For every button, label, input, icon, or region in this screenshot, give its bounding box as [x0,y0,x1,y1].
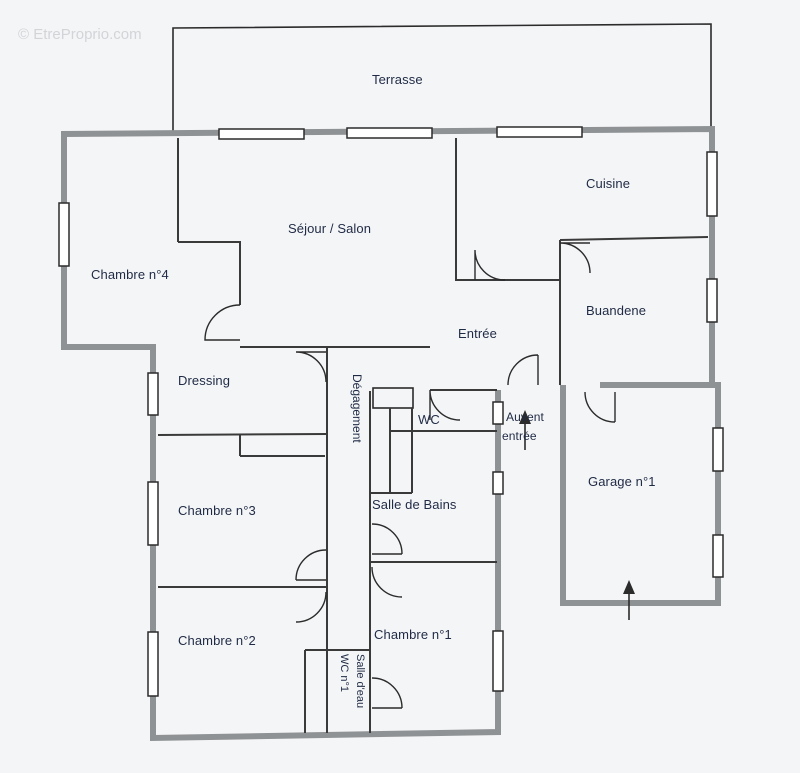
room-label-chambre3: Chambre n°3 [178,503,256,518]
window [147,481,159,546]
door [371,677,403,709]
window [346,127,433,139]
room-label-auvent: Auvent [506,410,544,424]
room-label-terrasse: Terrasse [372,72,423,87]
door [429,389,461,421]
room-label-chambre1: Chambre n°1 [374,627,452,642]
door [371,566,403,598]
terrace-outline [172,23,712,132]
room-label-wc1: WC n°1 [338,654,350,693]
exterior-wall [61,125,715,742]
wc-fixture [372,387,414,409]
window [712,534,724,578]
room-label-entree: Entrée [458,326,497,341]
room-label-sejour: Séjour / Salon [288,221,372,236]
door [295,591,327,623]
watermark: © EtreProprio.com [18,26,142,43]
room-label-degagement: Dégagement [350,374,364,443]
entry-arrow-head [519,410,531,424]
door [295,351,327,383]
wall-segment [178,241,241,305]
room-label-garage: Garage n°1 [588,474,656,489]
room-label-cuisine: Cuisine [586,176,631,191]
window [492,471,504,495]
window [706,278,718,323]
room-label-chambre4: Chambre n°4 [91,267,169,282]
door [204,304,241,341]
door [507,354,539,386]
window [492,401,504,425]
window [147,372,159,416]
room-label-auvent-entree: entrée [502,429,537,443]
door [371,523,403,555]
door [295,549,327,581]
window [492,630,504,692]
window [147,631,159,697]
wall-segment [559,236,709,241]
garage-wall [560,382,721,606]
door [559,242,591,274]
wall-segment [157,433,328,436]
door [474,249,506,281]
room-label-salle-bains: Salle de Bains [372,497,457,512]
garage-arrow-head [623,580,635,594]
room-label-wc: WC [418,412,440,427]
door [584,391,616,423]
room-label-salle-eau: Salle d'eau [354,654,366,709]
window [712,427,724,472]
window [218,128,305,140]
room-label-buanderie: Buandene [586,303,647,318]
wall-segment [455,138,560,281]
window [496,126,583,138]
window [58,202,70,267]
room-label-dressing: Dressing [178,373,231,388]
room-label-chambre2: Chambre n°2 [178,633,256,648]
window [706,151,718,217]
